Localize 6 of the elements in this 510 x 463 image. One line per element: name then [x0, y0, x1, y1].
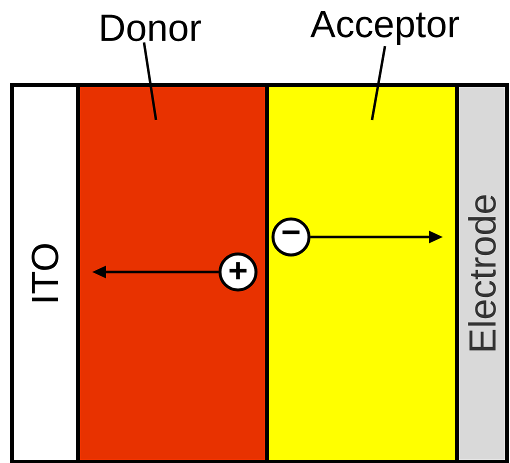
- layer-label: Acceptor: [310, 11, 460, 45]
- layer-box: ITO: [10, 83, 80, 463]
- leader-line: [142, 42, 158, 120]
- leader-line: [370, 46, 386, 120]
- layer-label: Donor: [102, 14, 201, 42]
- layer-box: Electrode: [455, 83, 509, 463]
